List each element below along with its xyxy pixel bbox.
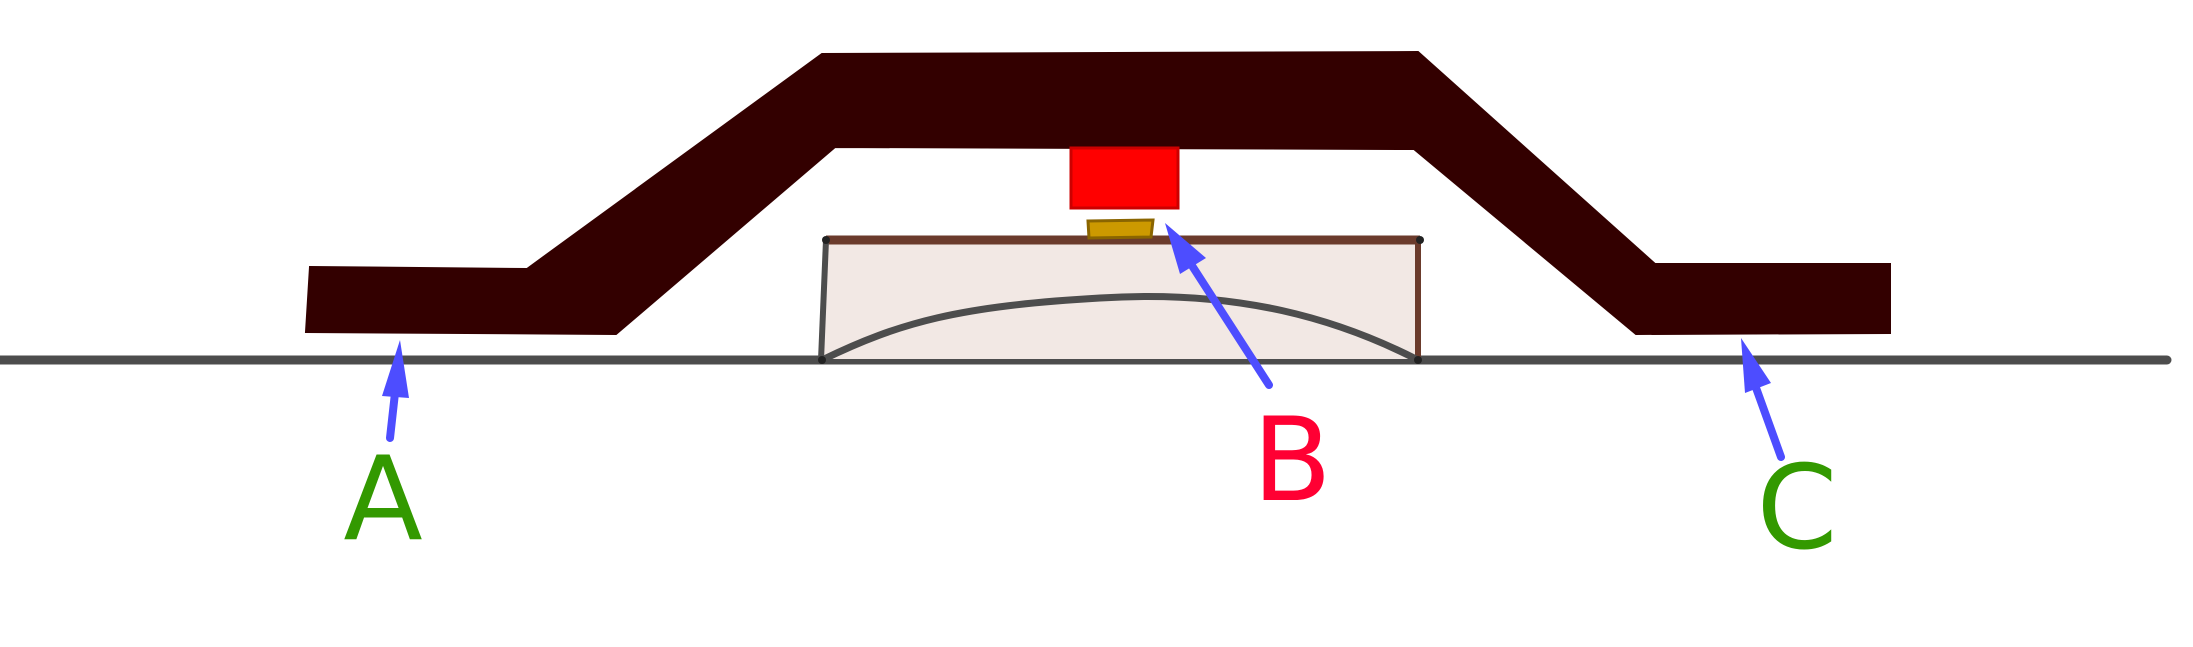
small-pad [1086, 218, 1155, 240]
substrate-left-edge [818, 239, 829, 361]
housing-cap [304, 50, 1891, 336]
label-a: A [343, 432, 422, 567]
substrate-corner-dot [1414, 356, 1422, 364]
substrate-curve [820, 292, 1420, 364]
label-c: C [1757, 441, 1838, 576]
substrate-corner-dot [1416, 236, 1424, 244]
substrate-corner-dot [822, 236, 830, 244]
red-block [1069, 146, 1180, 210]
label-b: B [1252, 393, 1332, 528]
arrow-a [382, 340, 409, 442]
arrow-c [1741, 338, 1785, 461]
substrate-corner-dot [818, 356, 826, 364]
arrow-b [1165, 223, 1273, 389]
